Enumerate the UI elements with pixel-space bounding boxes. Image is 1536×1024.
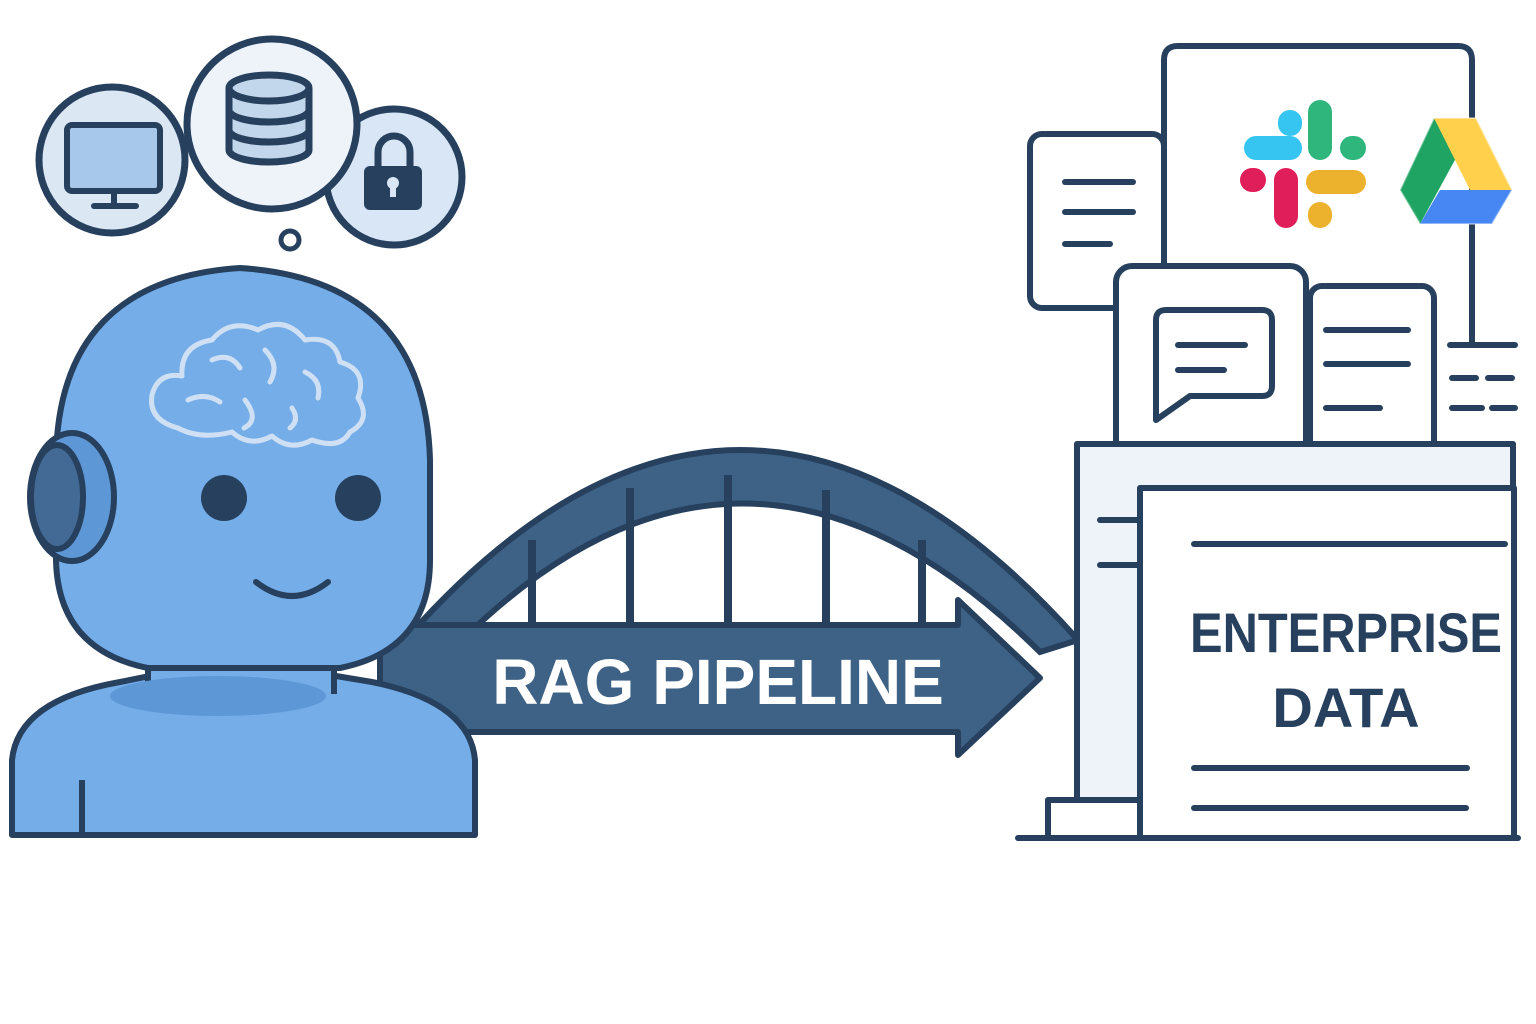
enterprise-label-line1: ENTERPRISE [1190,601,1502,664]
enterprise-data-stack [1015,43,1521,841]
thought-dot [278,228,302,252]
enterprise-label-line2: DATA [1272,676,1419,739]
lock-icon [364,132,422,210]
bridge-arch [399,447,1084,656]
robot-left-eye [201,475,247,521]
pipeline-arrow [377,597,1043,758]
lines-document [1307,283,1437,459]
robot-neck-shadow [110,676,326,716]
pipeline-label: RAG PIPELINE [492,646,944,718]
bridge-hangers [528,475,926,625]
brain-icon [149,321,366,448]
database-icon [225,71,313,166]
robot-smile [253,579,331,599]
base-step [1045,797,1143,841]
slack-logo [1240,100,1366,228]
robot-right-eye [335,475,381,521]
logos-document [1161,43,1475,348]
robot-face [201,475,381,599]
chat-bubble-icon [1153,307,1275,423]
robot-head [53,265,433,671]
robot-figure [9,265,478,838]
monitor-icon [64,122,163,209]
robot-ear-inner [28,442,86,552]
google-drive-logo [1398,117,1514,225]
